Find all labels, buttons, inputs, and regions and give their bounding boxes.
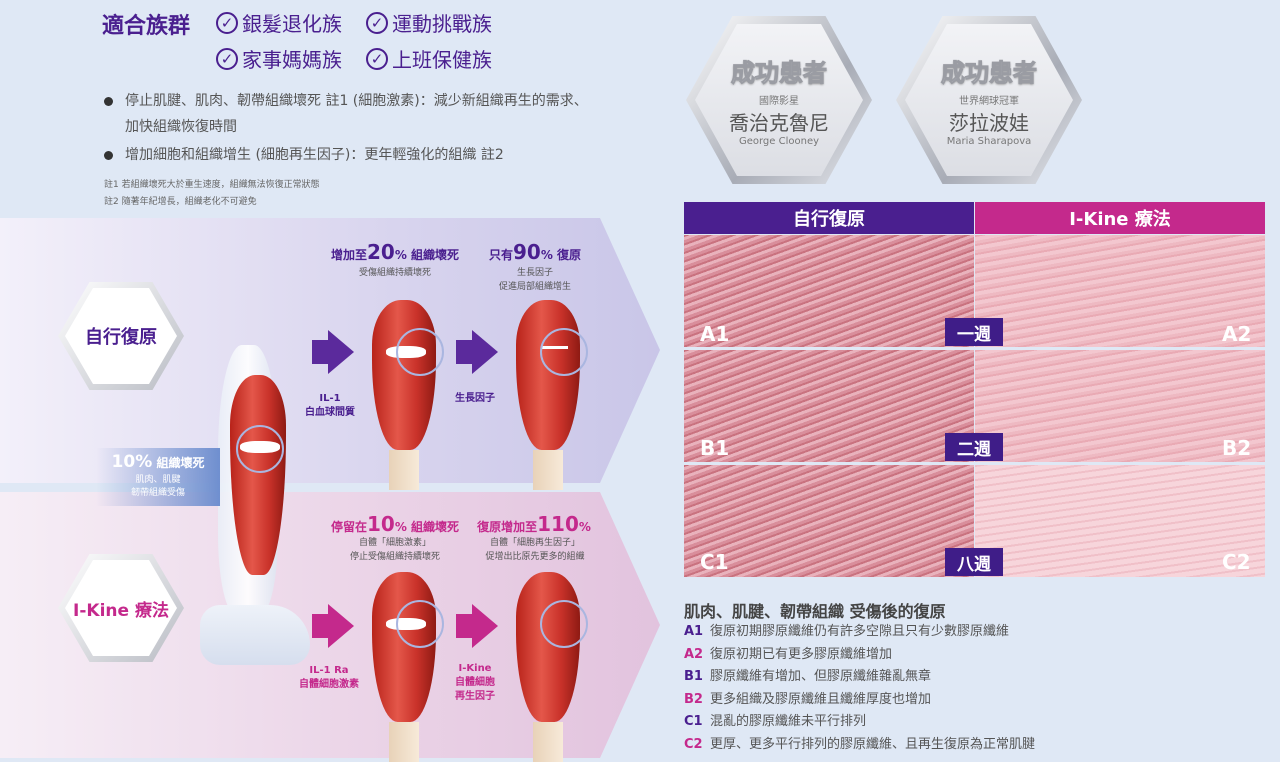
- tissue-image-c2: [975, 465, 1265, 577]
- tissue-image-a2: [975, 235, 1265, 347]
- footnote-2: 註2 隨著年紀增長，組織老化不可避免: [104, 197, 257, 207]
- row1-step1-sub: 受傷組織持續壞死: [358, 268, 431, 278]
- muscle-row2-b: [516, 572, 588, 762]
- tissue-label: A1: [700, 322, 730, 346]
- tissue-header-ikine: I-Kine 療法: [975, 202, 1265, 234]
- week-badge: 一週: [945, 318, 1003, 346]
- tissue-label: C2: [1222, 550, 1251, 574]
- audience-item: ✓上班保健族: [366, 44, 492, 73]
- injury-label: 10% 組織壞死 肌肉、肌腱 韌帶組織受傷: [96, 448, 220, 506]
- celebrity-badge-2: 成功患者 世界網球冠軍 莎拉波娃 Maria Sharapova: [896, 16, 1082, 184]
- muscle-row2-a: [372, 572, 444, 762]
- audience-title: 適合族群: [102, 14, 191, 39]
- row2-step1-title: 停留在10% 組織壞死: [330, 512, 460, 536]
- celebrity-badge-1: 成功患者 國際影星 喬治克魯尼 George Clooney: [686, 16, 872, 184]
- tissue-label: B1: [700, 436, 730, 460]
- tissue-image-b2: [975, 350, 1265, 462]
- arrow-row1-2: [456, 330, 498, 374]
- arrow-row1-2-label: 生長因子: [455, 393, 495, 404]
- benefit-bullet-2: 增加細胞和組織增生 (細胞再生因子)：更年輕強化的組織 註2: [104, 142, 664, 168]
- week-badge: 八週: [945, 548, 1003, 576]
- tissue-header-self: 自行復原: [684, 202, 974, 234]
- tissue-image-a1: [684, 235, 974, 347]
- tissue-image-c1: [684, 465, 974, 577]
- row1-step1-title: 增加至20% 組織壞死: [330, 240, 460, 264]
- row2-step2-title: 復原增加至110%: [477, 512, 591, 536]
- tissue-label: A2: [1222, 322, 1252, 346]
- leg-illustration: [200, 345, 310, 675]
- bullet-icon: [104, 150, 113, 160]
- bullet-icon: [104, 96, 113, 106]
- check-icon: ✓: [366, 47, 388, 70]
- check-icon: ✓: [366, 11, 388, 34]
- arrow-row2-2: [456, 604, 498, 648]
- check-icon: ✓: [216, 47, 238, 70]
- row2-step1-sub: 自體「細胞激素」停止受傷組織持續壞死: [349, 538, 440, 562]
- footnote-1: 註1 若組織壞死大於重生速度，組織無法恢復正常狀態: [104, 180, 320, 190]
- tissue-label: B2: [1222, 436, 1252, 460]
- arrow-row1-1: [312, 330, 354, 374]
- audience-item: ✓家事媽媽族: [216, 44, 342, 73]
- benefit-bullet-1: 停止肌腱、肌肉、韌帶組織壞死 註1 (細胞激素)：減少新組織再生的需求、 加快組…: [104, 88, 664, 140]
- row1-step2-title: 只有90% 復原: [488, 240, 582, 264]
- tissue-label: C1: [700, 550, 729, 574]
- row1-step2-sub: 生長因子促進局部組織增生: [498, 268, 571, 292]
- arrow-row2-1: [312, 604, 354, 648]
- muscle-row1-a: [372, 300, 444, 490]
- muscle-row1-b: [516, 300, 588, 490]
- check-icon: ✓: [216, 11, 238, 34]
- tissue-image-b1: [684, 350, 974, 462]
- audience-item: ✓銀髮退化族: [216, 8, 342, 37]
- week-badge: 二週: [945, 433, 1003, 461]
- self-recovery-hex: 自行復原: [58, 282, 184, 390]
- row2-step2-sub: 自體「細胞再生因子」促增出比原先更多的組織: [485, 538, 585, 562]
- ikine-hex: I-Kine 療法: [58, 554, 184, 662]
- legend-title: 肌肉、肌腱、韌帶組織 受傷後的復原: [684, 602, 946, 621]
- audience-item: ✓運動挑戰族: [366, 8, 492, 37]
